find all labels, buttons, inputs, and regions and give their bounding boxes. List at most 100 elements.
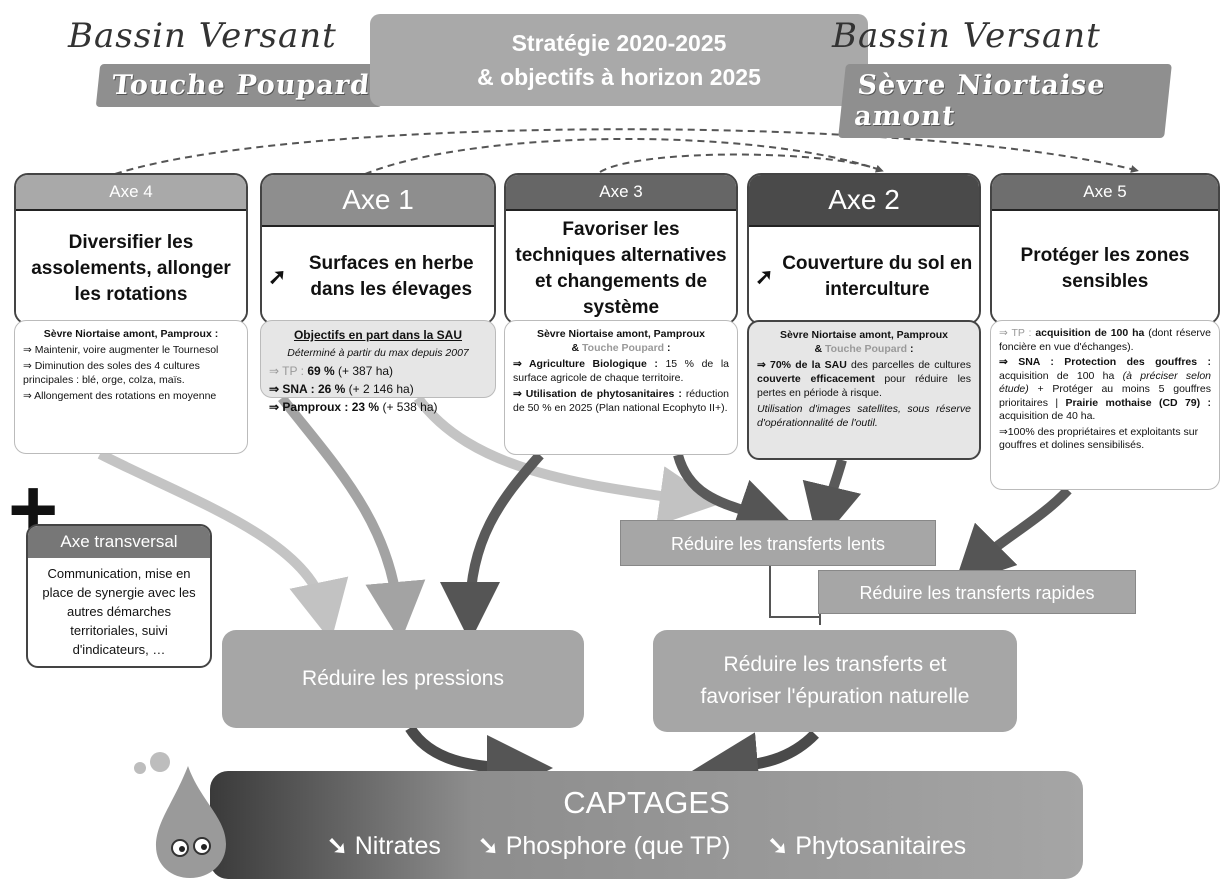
reduce-transfers-line2: favoriser l'épuration naturelle bbox=[700, 685, 970, 708]
pupil-left bbox=[179, 846, 185, 852]
captage-phosphore: Phosphore (que TP) bbox=[505, 832, 731, 860]
axe2-title: Couverture du sol en interculture bbox=[782, 253, 973, 300]
axe4-detail: Sèvre Niortaise amont, Pamproux : ⇒ Main… bbox=[14, 320, 248, 454]
axe5-detail-last: ⇒100% des propriétaires et exploitants s… bbox=[999, 425, 1199, 452]
captages-title: CAPTAGES bbox=[563, 785, 730, 820]
axe3-detail-phyto: ⇒ Utilisation de phytosanitaires : réduc… bbox=[513, 387, 729, 415]
axe2-detail-heading: Sèvre Niortaise amont, Pamproux & Touche… bbox=[757, 328, 971, 356]
axe1-title-row: ➚ Surfaces en herbe dans les élevages bbox=[262, 225, 494, 323]
axe3-card: Axe 3 Favoriser les techniques alternati… bbox=[504, 173, 738, 325]
bv-right-script: Bassin Versant bbox=[832, 16, 1101, 56]
arrow-axe1-pressions bbox=[278, 394, 426, 642]
strategy-title-line2: & objectifs à horizon 2025 bbox=[477, 64, 761, 90]
axe2-card: Axe 2 ➚ Couverture du sol en intercultur… bbox=[747, 173, 981, 325]
axe1-tab: Axe 1 bbox=[262, 175, 494, 225]
arrow-axe3-lents bbox=[673, 453, 797, 537]
axe3-heading-colon: : bbox=[667, 342, 671, 354]
axe2-detail-italic: Utilisation d'images satellites, sous ré… bbox=[757, 403, 971, 429]
axe1-sna-label: ⇒ SNA : bbox=[269, 382, 315, 396]
axe2-tab: Axe 2 bbox=[749, 175, 979, 225]
arrow-axe4-pressions bbox=[97, 449, 349, 642]
axe2-heading-amp: & bbox=[814, 343, 823, 355]
arrow-transferts-captages bbox=[692, 730, 819, 799]
axe2-heading-tp: Touche Poupard bbox=[825, 343, 908, 355]
arrow-up-right-icon: ➚ bbox=[268, 264, 287, 289]
captage-phytosanitaires: Phytosanitaires bbox=[795, 832, 967, 860]
captages-list: ➘ Nitrates ➘ Phosphore (que TP) ➘ Phytos… bbox=[210, 831, 1083, 861]
axe-transversal-card: Axe transversal Communication, mise en p… bbox=[26, 524, 212, 668]
axe2-text-bold2: couverte efficacement bbox=[757, 373, 875, 385]
dashed-link-axe4-axe5 bbox=[114, 128, 1139, 175]
axe1-card: Axe 1 ➚ Surfaces en herbe dans les éleva… bbox=[260, 173, 496, 325]
axe4-title: Diversifier les assolements, allonger le… bbox=[16, 209, 246, 323]
axe1-detail-sna: ⇒ SNA : 26 % (+ 2 146 ha) bbox=[269, 381, 487, 397]
axe2-detail-text: ⇒ 70% de la SAU des parcelles de culture… bbox=[757, 358, 971, 400]
axe5-card: Axe 5 Protéger les zones sensibles bbox=[990, 173, 1220, 325]
axe1-sna-extra: (+ 2 146 ha) bbox=[348, 382, 414, 396]
arrow-axe3-pressions bbox=[440, 451, 544, 642]
axe1-tp-value: 69 % bbox=[307, 364, 335, 378]
axe1-detail-heading: Objectifs en part dans la SAU bbox=[293, 328, 463, 342]
axe1-pam-label: ⇒ Pamproux : bbox=[269, 400, 349, 414]
reduce-fast-transfers-box: Réduire les transferts rapides bbox=[818, 570, 1136, 614]
bv-right-banner: Sèvre Niortaise amont bbox=[838, 64, 1172, 138]
bv-touche-poupard: Bassin Versant Touche Poupard bbox=[60, 8, 400, 108]
reduce-pressures-label: Réduire les pressions bbox=[302, 667, 504, 690]
axe3-heading-tp: Touche Poupard bbox=[582, 342, 665, 354]
reduce-slow-transfers-box: Réduire les transferts lents bbox=[620, 520, 936, 566]
axe1-detail: Objectifs en part dans la SAU Déterminé … bbox=[260, 320, 496, 414]
axe3-phyto-label: ⇒ Utilisation de phytosanitaires : bbox=[513, 388, 682, 400]
axe5-detail-tp: ⇒ TP : acquisition de 100 ha (dont réser… bbox=[999, 327, 1211, 354]
axe5-prairie-bold: Prairie mothaise (CD 79) : bbox=[1065, 396, 1211, 409]
bv-left-banner: Touche Poupard bbox=[95, 64, 387, 107]
axe5-sna-text2: + Protéger au moins 5 gouffres prioritai… bbox=[999, 383, 1211, 409]
axe2-heading-colon: : bbox=[910, 343, 914, 355]
axe4-tab: Axe 4 bbox=[16, 175, 246, 209]
axe5-tp-label: ⇒ TP : bbox=[999, 327, 1032, 339]
arrow-axe2-lents bbox=[802, 458, 862, 546]
axe1-title: Surfaces en herbe dans les élevages bbox=[308, 253, 474, 300]
axe5-sna-label: ⇒ SNA : bbox=[999, 356, 1054, 368]
water-drop-mascot-icon bbox=[134, 752, 226, 878]
reduce-pressures-box: Réduire les pressions bbox=[222, 630, 584, 728]
axe1-detail-pamproux: ⇒ Pamproux : 23 % (+ 538 ha) bbox=[269, 399, 487, 415]
axe1-pam-value: 23 % bbox=[351, 400, 380, 414]
axe4-detail-heading: Sèvre Niortaise amont, Pamproux : bbox=[43, 328, 219, 340]
axe1-detail-tp: ⇒ TP : 69 % (+ 387 ha) bbox=[269, 363, 487, 379]
axe-transversal-tab: Axe transversal bbox=[28, 526, 210, 558]
axe3-heading-sites: Sèvre Niortaise amont, Pamproux bbox=[536, 328, 706, 340]
strategy-title-box: Stratégie 2020-2025 & objectifs à horizo… bbox=[370, 14, 868, 106]
axe5-sna-bold: Protection des gouffres : bbox=[1064, 356, 1211, 368]
axe3-tab: Axe 3 bbox=[506, 175, 736, 209]
axe3-bio-text: 15 % de la surface agricole de chaque te… bbox=[513, 358, 729, 384]
axe4-detail-item: ⇒ Diminution des soles des 4 cultures pr… bbox=[23, 360, 200, 386]
axe5-sna-text: acquisition de 100 ha bbox=[999, 369, 1115, 382]
axe5-tp-text: (dont réserve foncière en vue d'échanges… bbox=[999, 327, 1212, 353]
axe-transversal-body: Communication, mise en place de synergie… bbox=[42, 566, 196, 657]
axe2-text2: pour réduire les pertes en période à ris… bbox=[757, 373, 971, 399]
axe4-detail-item: ⇒ Maintenir, voire augmenter le Tourneso… bbox=[23, 344, 219, 356]
bracket-transferts bbox=[769, 566, 821, 625]
axe2-heading-sites: Sèvre Niortaise amont, Pamproux bbox=[779, 329, 949, 341]
axe4-detail-item: ⇒ Allongement des rotations en moyenne bbox=[23, 390, 217, 402]
axe5-tp-bold: acquisition de 100 ha bbox=[1035, 327, 1145, 339]
arrow-axe5-rapides bbox=[953, 486, 1072, 587]
axe1-tp-extra: (+ 387 ha) bbox=[338, 364, 394, 378]
axe5-detail-sna: ⇒ SNA : Protection des gouffres : acquis… bbox=[999, 356, 1211, 424]
axe5-prairie-text: acquisition de 40 ha. bbox=[999, 410, 1096, 422]
axe1-detail-subheading: Déterminé à partir du max depuis 2007 bbox=[287, 347, 469, 359]
strategy-title-line1: Stratégie 2020-2025 bbox=[511, 30, 727, 56]
arrow-down-right-icon: ➘ bbox=[767, 832, 789, 860]
pupil-right bbox=[201, 844, 207, 850]
axe3-detail: Sèvre Niortaise amont, Pamproux & Touche… bbox=[504, 320, 738, 455]
axe2-title-row: ➚ Couverture du sol en interculture bbox=[749, 225, 979, 323]
captages-box: CAPTAGES ➘ Nitrates ➘ Phosphore (que TP)… bbox=[210, 771, 1083, 879]
axe3-bio-label: ⇒ Agriculture Biologique : bbox=[513, 358, 658, 370]
axe3-detail-heading: Sèvre Niortaise amont, Pamproux & Touche… bbox=[513, 327, 729, 355]
arrow-pressions-captages bbox=[405, 724, 553, 801]
arrow-down-right-icon: ➘ bbox=[477, 832, 499, 860]
arrow-down-right-icon: ➘ bbox=[326, 832, 348, 860]
axe3-heading-amp: & bbox=[571, 342, 580, 354]
axe1-sna-value: 26 % bbox=[317, 382, 346, 396]
